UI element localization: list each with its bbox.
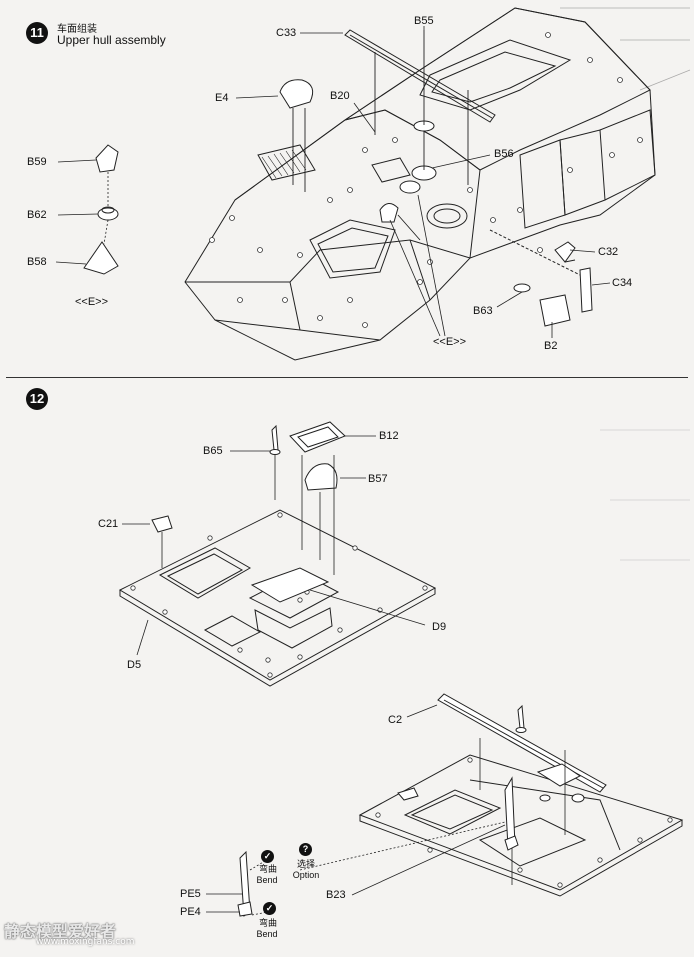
bend-icon: ✓ [261, 850, 274, 863]
part-label-b65: B65 [203, 445, 223, 457]
option-label-chinese: 选择 [296, 859, 315, 869]
part-label-c21: C21 [98, 518, 119, 530]
sprue-callout-right: <<E>> [433, 336, 467, 348]
part-label-e4: E4 [215, 92, 229, 104]
part-label-pe4: PE4 [180, 906, 201, 918]
part-label-d5: D5 [127, 659, 142, 671]
part-label-b57: B57 [368, 473, 388, 485]
bend-icon-2: ✓ [263, 902, 276, 915]
bend-label: Bend [256, 875, 278, 885]
part-label-c2: C2 [388, 714, 403, 726]
part-label-d9: D9 [432, 621, 447, 633]
part-label-pe5: PE5 [180, 888, 201, 900]
sprue-callout-left: <<E>> [75, 296, 109, 308]
option-label: Option [292, 870, 320, 880]
part-label-b63: B63 [473, 305, 493, 317]
part-label-b20: B20 [330, 90, 350, 102]
step-title: Upper hull assembly [57, 33, 166, 47]
step-divider [6, 377, 688, 378]
part-label-b2: B2 [544, 340, 558, 352]
watermark-text: 静态模型爱好者 [4, 922, 117, 941]
part-label-c33: C33 [276, 27, 297, 39]
part-label-b58: B58 [27, 256, 47, 268]
bend-label-chinese-2: 弯曲 [258, 918, 277, 928]
step-title-chinese: 车面组装 [57, 24, 97, 35]
part-label-b23: B23 [326, 889, 346, 901]
bend-label-chinese: 弯曲 [258, 864, 277, 874]
part-label-b62: B62 [27, 209, 47, 221]
option-icon: ? [299, 843, 312, 856]
part-label-b59: B59 [27, 156, 47, 168]
part-label-c32: C32 [598, 246, 619, 258]
step-number-badge-12: 12 [26, 388, 48, 410]
watermark-url: www.moxingfans.com [36, 937, 135, 947]
part-label-b12: B12 [379, 430, 399, 442]
part-label-c34: C34 [612, 277, 633, 289]
step-number-badge: 11 [26, 22, 48, 44]
bend-label-2: Bend [256, 929, 278, 939]
part-label-b55: B55 [414, 15, 434, 27]
part-label-b56: B56 [494, 148, 514, 160]
